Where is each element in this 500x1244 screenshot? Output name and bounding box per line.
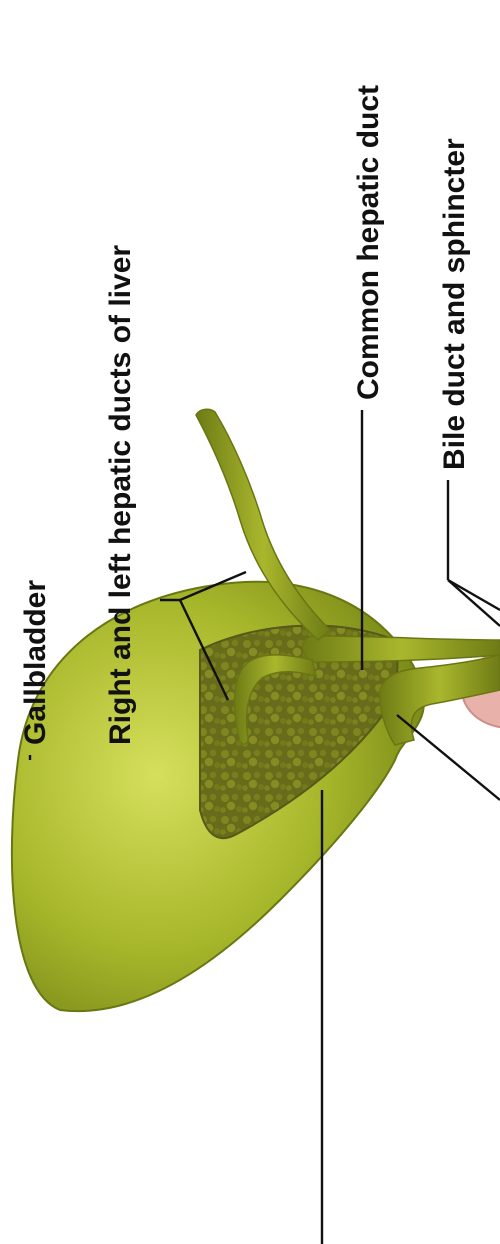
label-gallbladder: Gallbladder bbox=[19, 580, 52, 745]
label-common-hepatic-duct: Common hepatic duct bbox=[352, 85, 385, 400]
label-bile-duct: Bile duct and sphincter bbox=[438, 138, 471, 470]
label-hepatic-ducts: Right and left hepatic ducts of liver bbox=[104, 245, 137, 745]
common-hepatic-duct-shape bbox=[303, 636, 500, 662]
